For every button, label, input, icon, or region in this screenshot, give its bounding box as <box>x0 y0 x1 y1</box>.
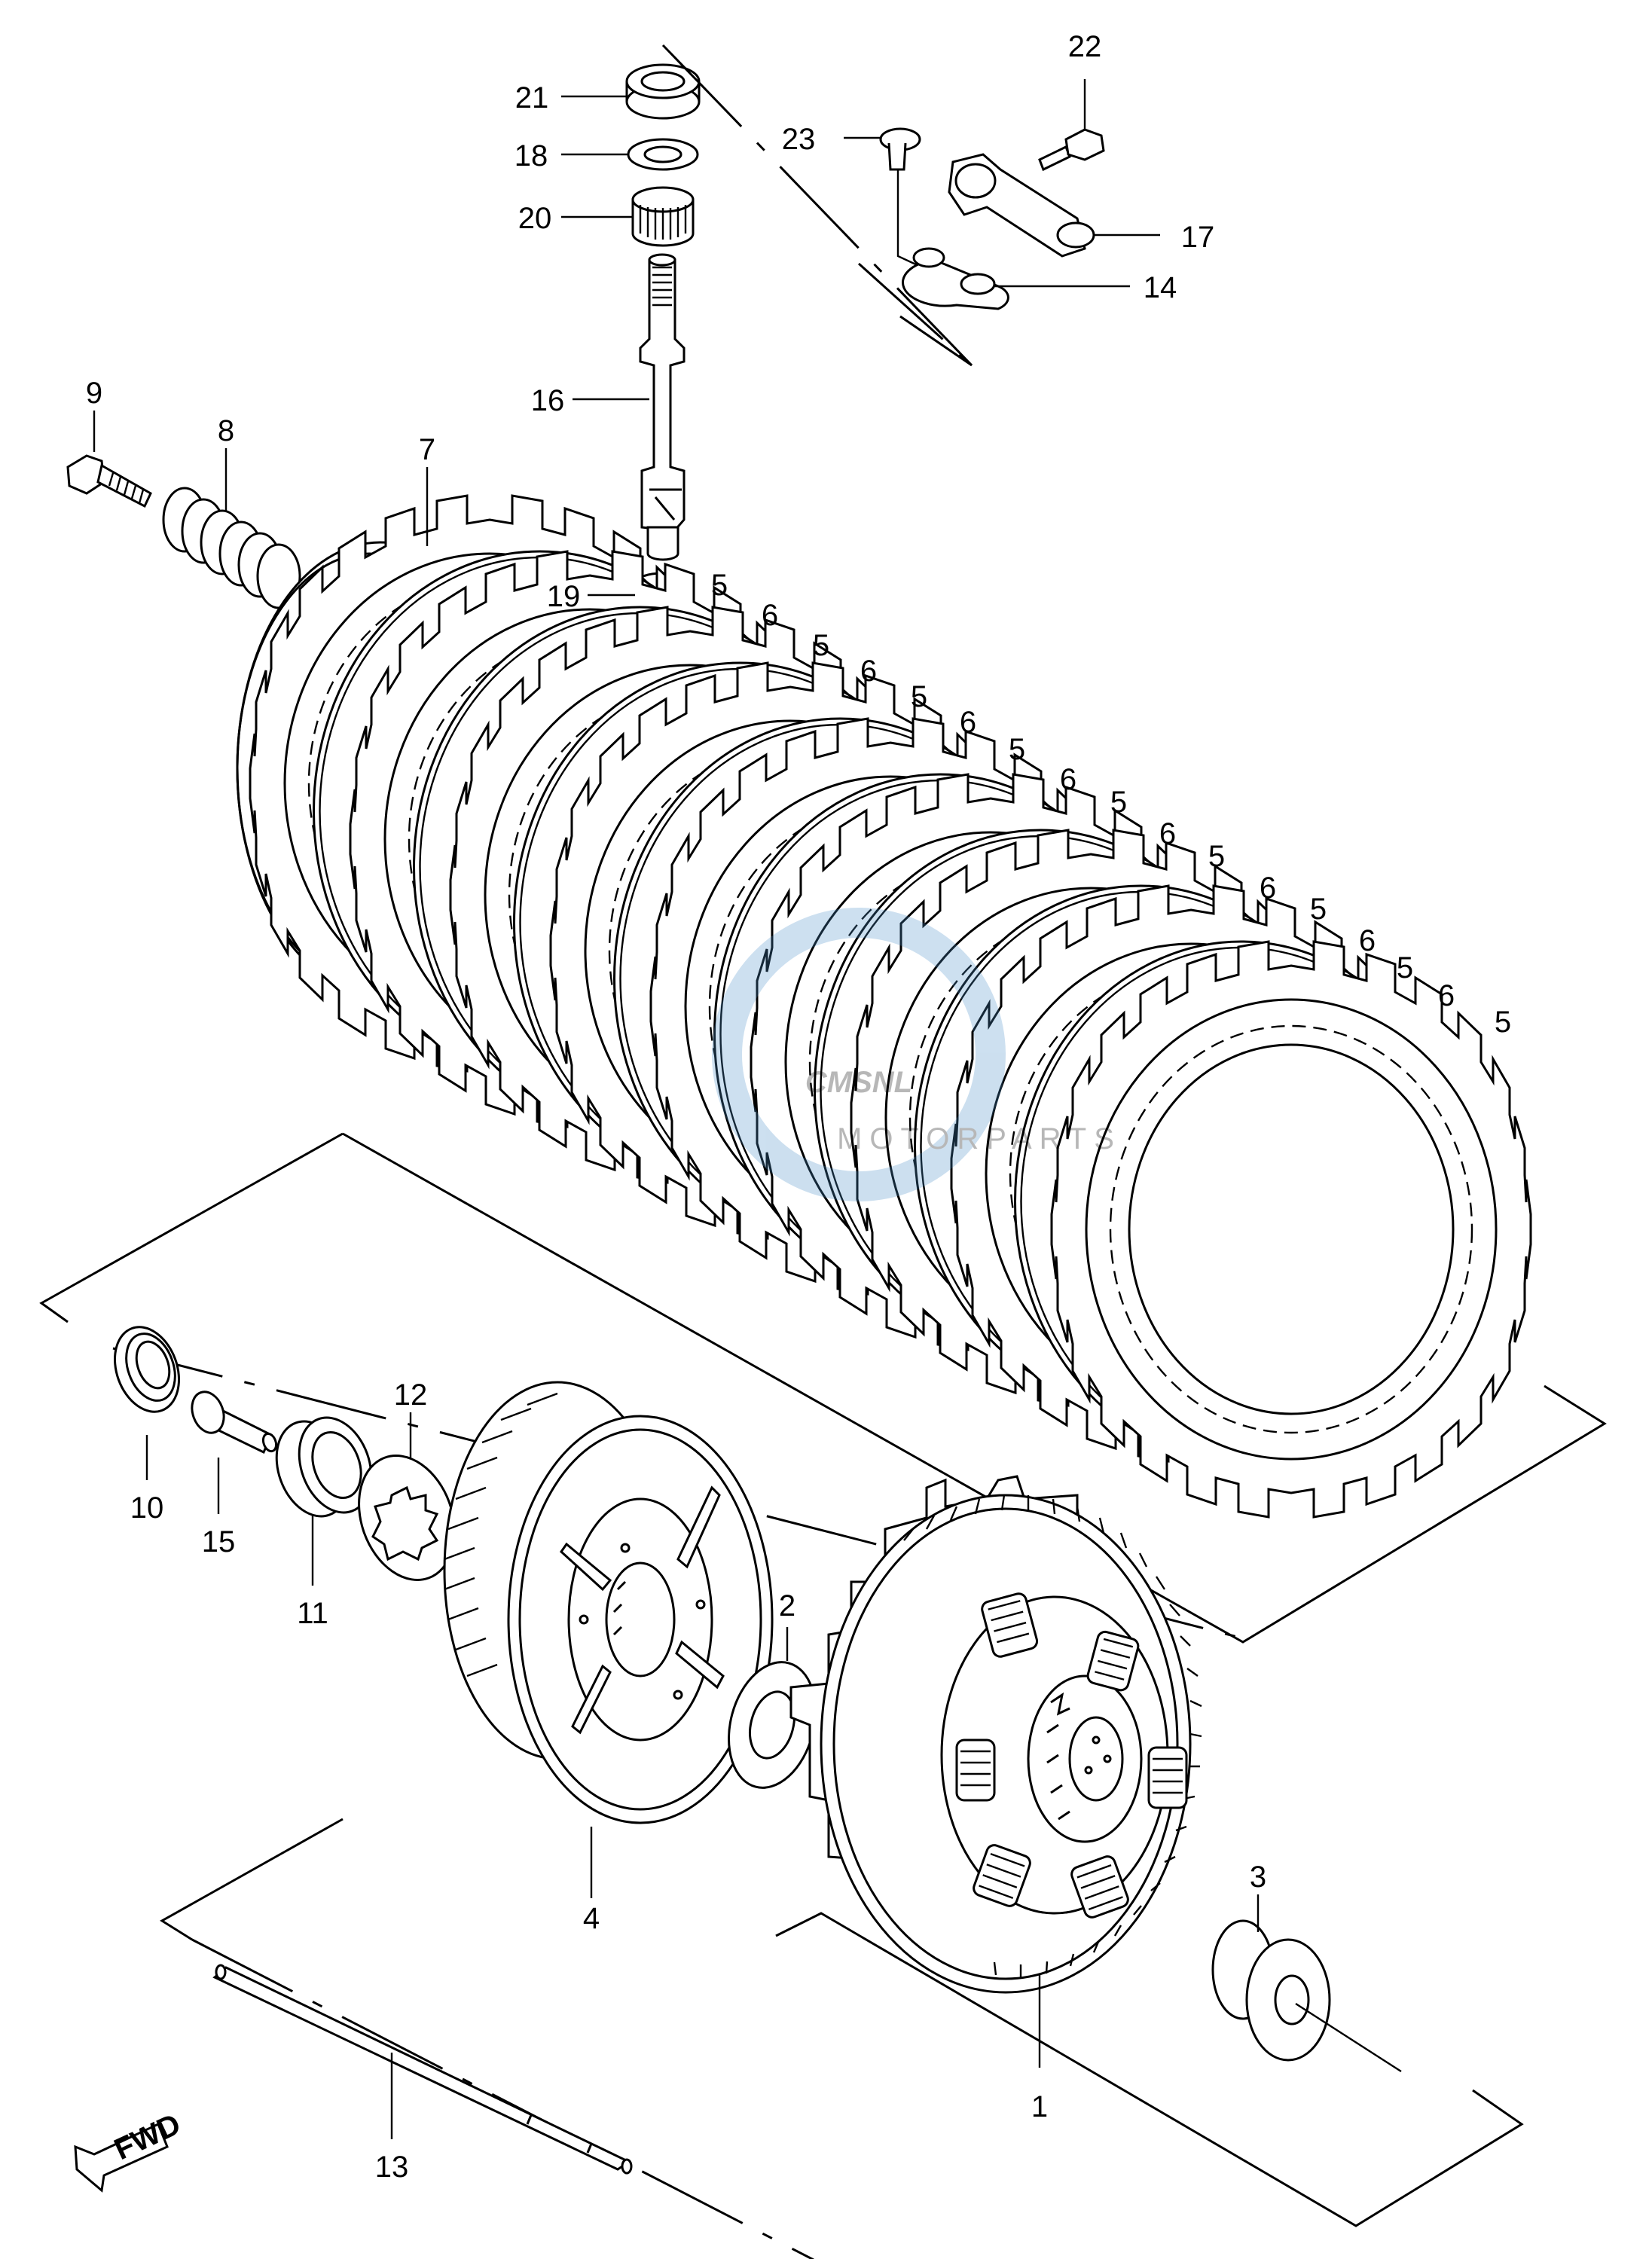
lever-17 <box>948 153 1095 258</box>
callout-5g: 5 <box>1310 893 1327 926</box>
callout-5e: 5 <box>1110 786 1127 819</box>
pin-15 <box>191 1391 278 1455</box>
callout-5h: 5 <box>1397 951 1413 984</box>
callout-15: 15 <box>202 1525 236 1558</box>
callout-6d: 6 <box>1060 763 1076 796</box>
callout-9: 9 <box>86 377 102 410</box>
callout-18: 18 <box>515 139 548 172</box>
fwd-label: FWD <box>109 2108 185 2166</box>
spring-8 <box>162 487 301 609</box>
needle-bearing-20 <box>631 186 695 247</box>
watermark: CMSNL MOTORPARTS <box>712 908 1122 1201</box>
callout-21: 21 <box>515 81 549 114</box>
callout-4: 4 <box>583 1902 600 1935</box>
callout-22: 22 <box>1068 30 1102 63</box>
callout-1: 1 <box>1031 2090 1048 2123</box>
bearing-21 <box>625 63 701 120</box>
callout-8: 8 <box>218 414 234 447</box>
callout-6c: 6 <box>960 706 976 739</box>
callout-6f: 6 <box>1260 872 1276 905</box>
callout-12: 12 <box>394 1378 428 1412</box>
lever-assembly-outline <box>661 44 973 367</box>
callout-23: 23 <box>782 123 816 156</box>
callout-7: 7 <box>419 433 435 466</box>
callout-6e: 6 <box>1159 817 1176 850</box>
oil-seal-11 <box>275 1416 373 1518</box>
lower-outline <box>160 1818 1524 2259</box>
callout-5i: 5 <box>1495 1006 1511 1039</box>
clutch-hub-4 <box>443 1381 774 1824</box>
callout-11: 11 <box>297 1597 328 1630</box>
leader-lines <box>93 79 1260 2139</box>
screw-23 <box>879 127 931 273</box>
callout-17: 17 <box>1181 221 1215 254</box>
callout-5c: 5 <box>911 680 927 713</box>
callout-16: 16 <box>531 384 565 417</box>
spacer-3 <box>1211 1919 1331 2062</box>
bolt-9 <box>66 454 152 508</box>
bolt-22 <box>1038 113 1105 172</box>
clutch-plate-stack <box>249 494 1532 1519</box>
callout-5a: 5 <box>711 569 728 602</box>
washer-18 <box>627 138 699 171</box>
callout-2: 2 <box>779 1589 795 1623</box>
washer-12 <box>358 1455 456 1581</box>
callout-14: 14 <box>1144 271 1177 304</box>
callout-19: 19 <box>547 580 581 613</box>
plate-14 <box>901 247 1009 310</box>
callout-3: 3 <box>1250 1861 1266 1894</box>
clutch-housing-1 <box>789 1475 1202 1994</box>
push-rod-13 <box>212 1964 633 2175</box>
callout-10: 10 <box>130 1491 164 1525</box>
callout-5d: 5 <box>1009 733 1025 766</box>
callout-5f: 5 <box>1208 840 1225 873</box>
callout-labels: 1 2 3 4 5 5 5 5 5 5 5 5 5 6 6 6 6 6 6 6 … <box>86 30 1511 2184</box>
watermark-brand: CMSNL <box>805 1066 912 1099</box>
callout-6a: 6 <box>762 599 778 632</box>
callout-6b: 6 <box>860 655 877 688</box>
callout-20: 20 <box>518 202 552 235</box>
callout-6h: 6 <box>1438 979 1455 1012</box>
bearing-10 <box>113 1326 181 1413</box>
callout-13: 13 <box>375 2151 409 2184</box>
fwd-arrow-icon: FWD <box>74 2108 185 2193</box>
watermark-sub: MOTORPARTS <box>837 1122 1122 1155</box>
callout-6g: 6 <box>1359 924 1376 957</box>
friction-plate-16 <box>1050 940 1532 1519</box>
callout-5b: 5 <box>813 629 829 662</box>
release-shaft-16 <box>639 253 686 561</box>
